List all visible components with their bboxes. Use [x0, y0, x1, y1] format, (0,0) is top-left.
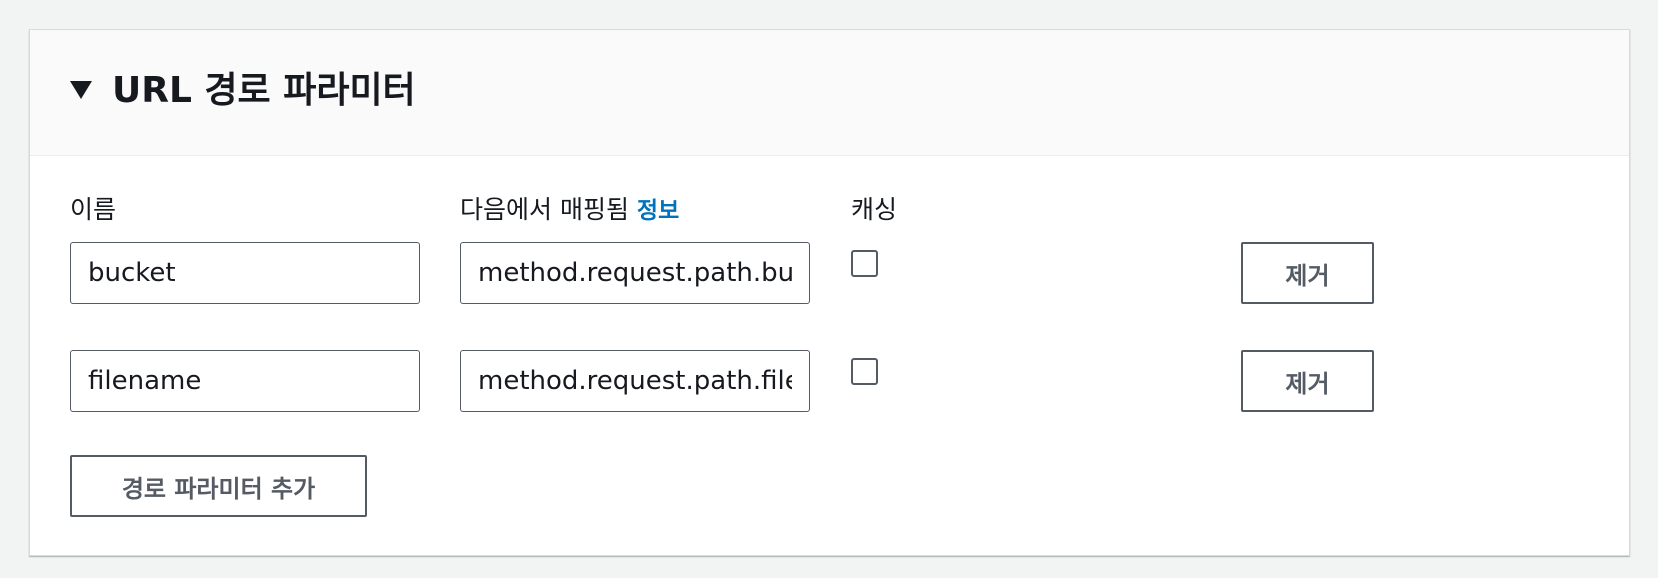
mapped-from-input-filename[interactable]: [460, 350, 810, 412]
parameter-name-input-filename[interactable]: [70, 350, 420, 412]
name-column-label: 이름: [70, 195, 117, 224]
add-path-parameter-button[interactable]: 경로 파라미터 추가: [70, 455, 367, 517]
parameter-name-input-bucket[interactable]: [70, 242, 420, 304]
caret-down-icon[interactable]: [70, 81, 92, 99]
remove-button-bucket[interactable]: 제거: [1241, 242, 1374, 304]
panel-title: URL 경로 파라미터: [112, 70, 416, 111]
caching-checkbox-bucket[interactable]: [851, 250, 878, 277]
remove-button-filename[interactable]: 제거: [1241, 350, 1374, 412]
info-link[interactable]: 정보: [636, 198, 680, 224]
panel-header[interactable]: URL 경로 파라미터: [30, 30, 1629, 156]
url-path-parameters-panel: URL 경로 파라미터 이름 다음에서 매핑됨 정보 캐싱 제거 제거 경로 파…: [29, 29, 1630, 556]
mapped-from-label-text: 다음에서 매핑됨: [460, 195, 629, 224]
mapped-from-input-bucket[interactable]: [460, 242, 810, 304]
caching-column-label: 캐싱: [851, 195, 898, 224]
caching-checkbox-filename[interactable]: [851, 358, 878, 385]
mapped-from-column-label: 다음에서 매핑됨 정보: [460, 190, 679, 231]
